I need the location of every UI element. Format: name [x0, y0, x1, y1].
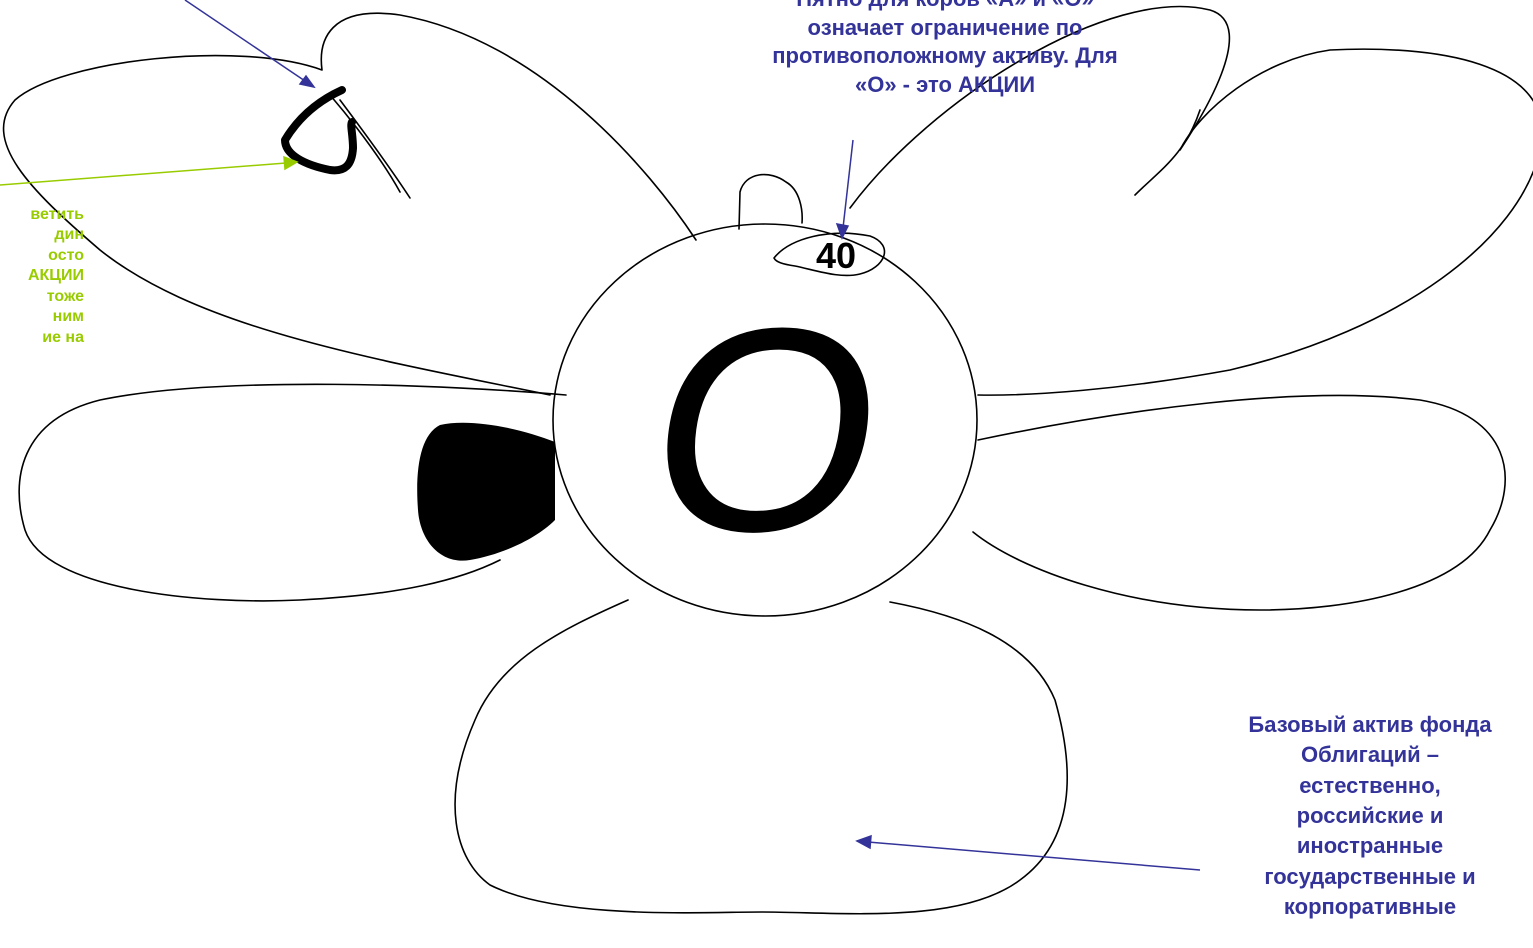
top-note-line: Пятно для коров «А» и «О»: [690, 0, 1200, 14]
top-note-line: противоположному активу. Для: [690, 42, 1200, 71]
arrow-base-asset: [868, 842, 1200, 870]
base-asset-line: Базовый актив фонда: [1190, 710, 1533, 740]
center-letter: O: [636, 295, 894, 565]
tag-mark: [285, 90, 353, 170]
knob: [739, 175, 802, 229]
base-asset-note: Базовый актив фонда Облигаций – естестве…: [1190, 710, 1533, 923]
green-note-line: дин: [0, 225, 84, 245]
top-note: Пятно для коров «А» и «О» означает огран…: [690, 0, 1200, 99]
base-asset-line: естественно,: [1190, 771, 1533, 801]
arrow-green: [0, 163, 286, 185]
petal-right: [973, 396, 1505, 610]
base-asset-line: государственные и: [1190, 862, 1533, 892]
base-asset-line: иностранные: [1190, 831, 1533, 861]
petal-upper-left: [4, 13, 696, 395]
arrow-top-note: [843, 140, 853, 228]
base-asset-line: Облигаций –: [1190, 740, 1533, 770]
green-note-line: ним: [0, 307, 84, 327]
base-asset-line: российские и: [1190, 801, 1533, 831]
arrow-top-left: [185, 0, 308, 83]
petal-bottom: [455, 600, 1067, 914]
green-note-line: ие на: [0, 328, 84, 348]
petal-upper-right-inner: [1135, 110, 1200, 195]
green-note-line: ветить: [0, 205, 84, 225]
top-note-line: «О» - это АКЦИИ: [690, 71, 1200, 100]
green-note-line: АКЦИИ: [0, 266, 84, 286]
black-spot: [417, 423, 555, 561]
badge-number: 40: [806, 234, 866, 278]
top-note-line: означает ограничение по: [690, 14, 1200, 43]
green-note: ветить дин осто АКЦИИ тоже ним ие на: [0, 205, 84, 348]
base-asset-line: корпоративные: [1190, 892, 1533, 922]
green-note-line: осто: [0, 246, 84, 266]
green-note-line: тоже: [0, 287, 84, 307]
